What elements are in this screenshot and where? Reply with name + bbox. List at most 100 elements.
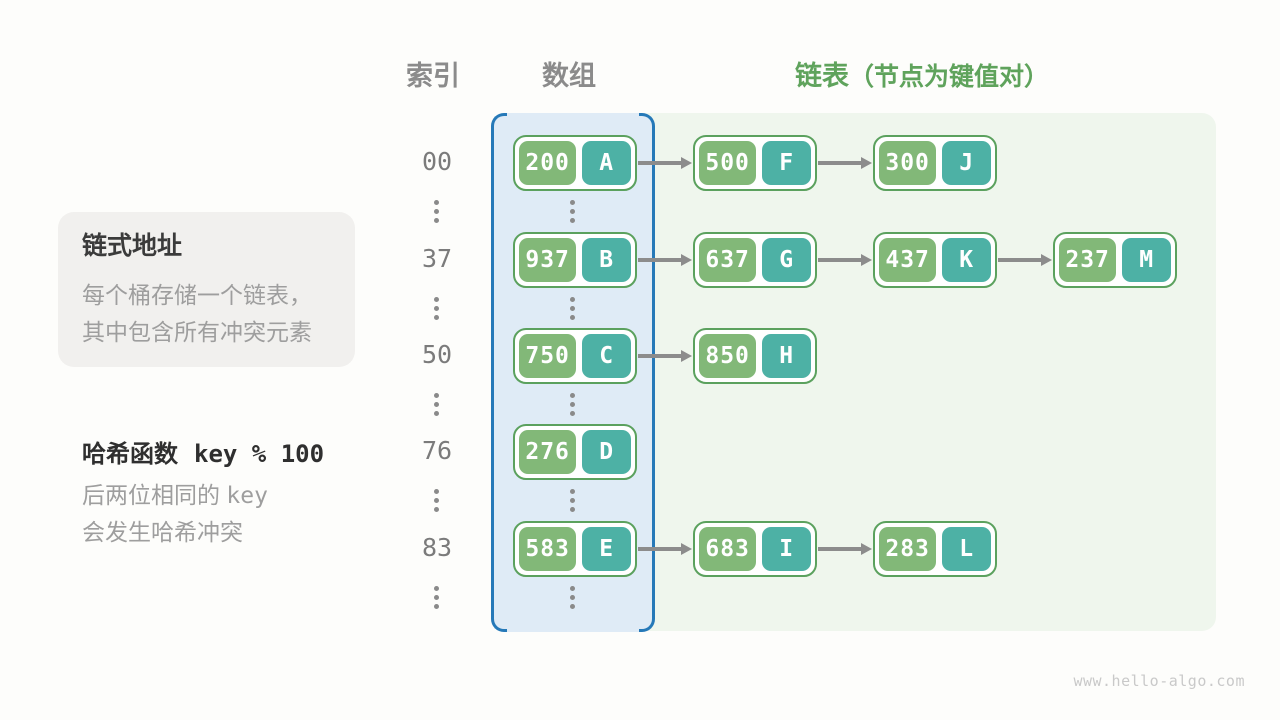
- arrow-icon: [638, 253, 692, 267]
- ellipsis-icon: [570, 200, 575, 223]
- bucket-index: 50: [421, 340, 453, 369]
- ellipsis-dot: [434, 595, 439, 600]
- key-cell: 500: [699, 141, 757, 185]
- arrow-icon: [818, 156, 872, 170]
- value-cell: E: [582, 527, 631, 571]
- key-cell: 850: [699, 334, 757, 378]
- arrow-icon: [818, 542, 872, 556]
- value-cell: C: [582, 334, 631, 378]
- ellipsis-dot: [570, 393, 575, 398]
- key-cell: 237: [1059, 238, 1117, 282]
- ellipsis-icon: [570, 297, 575, 320]
- bucket-index: 00: [421, 147, 453, 176]
- key-cell: 437: [879, 238, 937, 282]
- value-cell: I: [762, 527, 811, 571]
- ellipsis-dot: [570, 218, 575, 223]
- ellipsis-dot: [434, 402, 439, 407]
- info-box-title: 链式地址: [82, 232, 183, 260]
- key-cell: 283: [879, 527, 937, 571]
- key-cell: 300: [879, 141, 937, 185]
- hash-function-formula: key % 100: [194, 440, 325, 468]
- ellipsis-dot: [570, 200, 575, 205]
- ellipsis-dot: [570, 507, 575, 512]
- ellipsis-dot: [434, 306, 439, 311]
- bucket-index: 83: [421, 533, 453, 562]
- value-cell: J: [942, 141, 991, 185]
- arrow-line: [818, 161, 861, 165]
- ellipsis-dot: [570, 297, 575, 302]
- ellipsis-icon: [434, 393, 439, 416]
- arrow-icon: [998, 253, 1052, 267]
- arrow-head: [861, 254, 872, 266]
- header-linked-list-note: （节点为键值对）: [849, 63, 1050, 91]
- header-array: 数组: [542, 61, 596, 91]
- ellipsis-dot: [570, 306, 575, 311]
- array-bracket-left-icon: [491, 113, 507, 632]
- ellipsis-icon: [434, 489, 439, 512]
- key-cell: 750: [519, 334, 577, 378]
- arrow-icon: [638, 349, 692, 363]
- ellipsis-dot: [434, 297, 439, 302]
- ellipsis-dot: [434, 393, 439, 398]
- ellipsis-dot: [434, 200, 439, 205]
- value-cell: F: [762, 141, 811, 185]
- header-index: 索引: [406, 61, 460, 91]
- key-cell: 683: [699, 527, 757, 571]
- ellipsis-icon: [570, 586, 575, 609]
- key-cell: 200: [519, 141, 577, 185]
- bucket-index: 37: [421, 244, 453, 273]
- info-box-line-2: 其中包含所有冲突元素: [82, 319, 312, 345]
- ellipsis-icon: [570, 393, 575, 416]
- arrow-line: [638, 547, 681, 551]
- arrow-head: [1041, 254, 1052, 266]
- hash-note-line-1-text: 后两位相同的: [82, 482, 220, 508]
- array-bracket-right-icon: [639, 113, 655, 632]
- hash-note-line-2: 会发生哈希冲突: [82, 519, 243, 545]
- ellipsis-dot: [570, 489, 575, 494]
- ellipsis-dot: [434, 209, 439, 214]
- arrow-line: [818, 547, 861, 551]
- arrow-head: [681, 543, 692, 555]
- info-box-line-1: 每个桶存储一个链表，: [82, 282, 312, 308]
- arrow-head: [681, 350, 692, 362]
- ellipsis-dot: [434, 507, 439, 512]
- key-cell: 583: [519, 527, 577, 571]
- header-linked-list-main: 链表: [795, 61, 849, 91]
- hash-note-line-1: 后两位相同的 key: [82, 476, 268, 510]
- arrow-head: [861, 157, 872, 169]
- key-cell: 276: [519, 430, 577, 474]
- ellipsis-dot: [434, 218, 439, 223]
- value-cell: G: [762, 238, 811, 282]
- key-cell: 937: [519, 238, 577, 282]
- arrow-icon: [638, 542, 692, 556]
- ellipsis-dot: [570, 209, 575, 214]
- arrow-line: [998, 258, 1041, 262]
- value-cell: H: [762, 334, 811, 378]
- ellipsis-icon: [434, 586, 439, 609]
- ellipsis-dot: [434, 604, 439, 609]
- value-cell: M: [1122, 238, 1171, 282]
- ellipsis-dot: [570, 604, 575, 609]
- ellipsis-dot: [434, 586, 439, 591]
- ellipsis-dot: [570, 586, 575, 591]
- bucket-index: 76: [421, 436, 453, 465]
- ellipsis-dot: [434, 498, 439, 503]
- arrow-icon: [638, 156, 692, 170]
- ellipsis-icon: [434, 200, 439, 223]
- ellipsis-dot: [434, 411, 439, 416]
- arrow-line: [638, 161, 681, 165]
- arrow-head: [861, 543, 872, 555]
